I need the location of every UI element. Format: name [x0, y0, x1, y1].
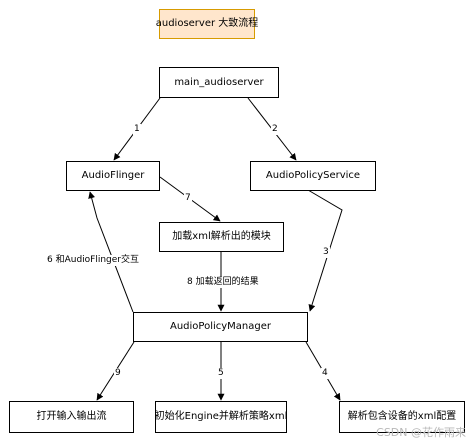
- node-main-audioserver: main_audioserver: [159, 67, 279, 98]
- node-audio-flinger-label: AudioFlinger: [81, 170, 145, 181]
- edge-label-9: 9: [114, 368, 122, 379]
- node-audio-flinger: AudioFlinger: [66, 161, 160, 191]
- node-parse-xml-config: 解析包含设备的xml配置: [339, 401, 465, 433]
- node-audio-policy-service-label: AudioPolicyService: [265, 170, 361, 181]
- edge-3: [307, 189, 343, 312]
- node-init-engine: 初始化Engine并解析策略xml: [155, 401, 287, 433]
- diagram-title-text: audioserver 大致流程: [155, 18, 259, 29]
- node-main-audioserver-label: main_audioserver: [174, 76, 264, 88]
- node-audio-policy-manager: AudioPolicyManager: [133, 312, 308, 342]
- edge-6: [88, 191, 134, 313]
- node-audio-policy-service: AudioPolicyService: [250, 161, 376, 191]
- node-load-xml-module: 加载xml解析出的模块: [159, 222, 284, 252]
- csdn-watermark: CSDN @花作雨来: [376, 426, 466, 439]
- node-audio-policy-manager-label: AudioPolicyManager: [169, 321, 272, 332]
- node-init-engine-label: 初始化Engine并解析策略xml: [154, 411, 288, 422]
- edge-label-7: 7: [184, 193, 192, 204]
- edge-label-1: 1: [133, 124, 141, 135]
- diagram-title: audioserver 大致流程: [156, 9, 258, 39]
- node-open-io-stream: 打开输入输出流: [9, 401, 134, 433]
- node-parse-xml-config-label: 解析包含设备的xml配置: [347, 411, 457, 422]
- edge-label-5: 5: [217, 368, 225, 379]
- edge-label-4: 4: [321, 368, 329, 379]
- node-load-xml-module-label: 加载xml解析出的模块: [172, 231, 271, 242]
- edge-label-6: 6 和AudioFlinger交互: [46, 255, 140, 266]
- edge-label-3: 3: [322, 247, 330, 258]
- edge-label-8: 8 加载返回的结果: [186, 277, 260, 288]
- edge-label-2: 2: [271, 124, 279, 135]
- node-open-io-stream-label: 打开输入输出流: [36, 411, 107, 422]
